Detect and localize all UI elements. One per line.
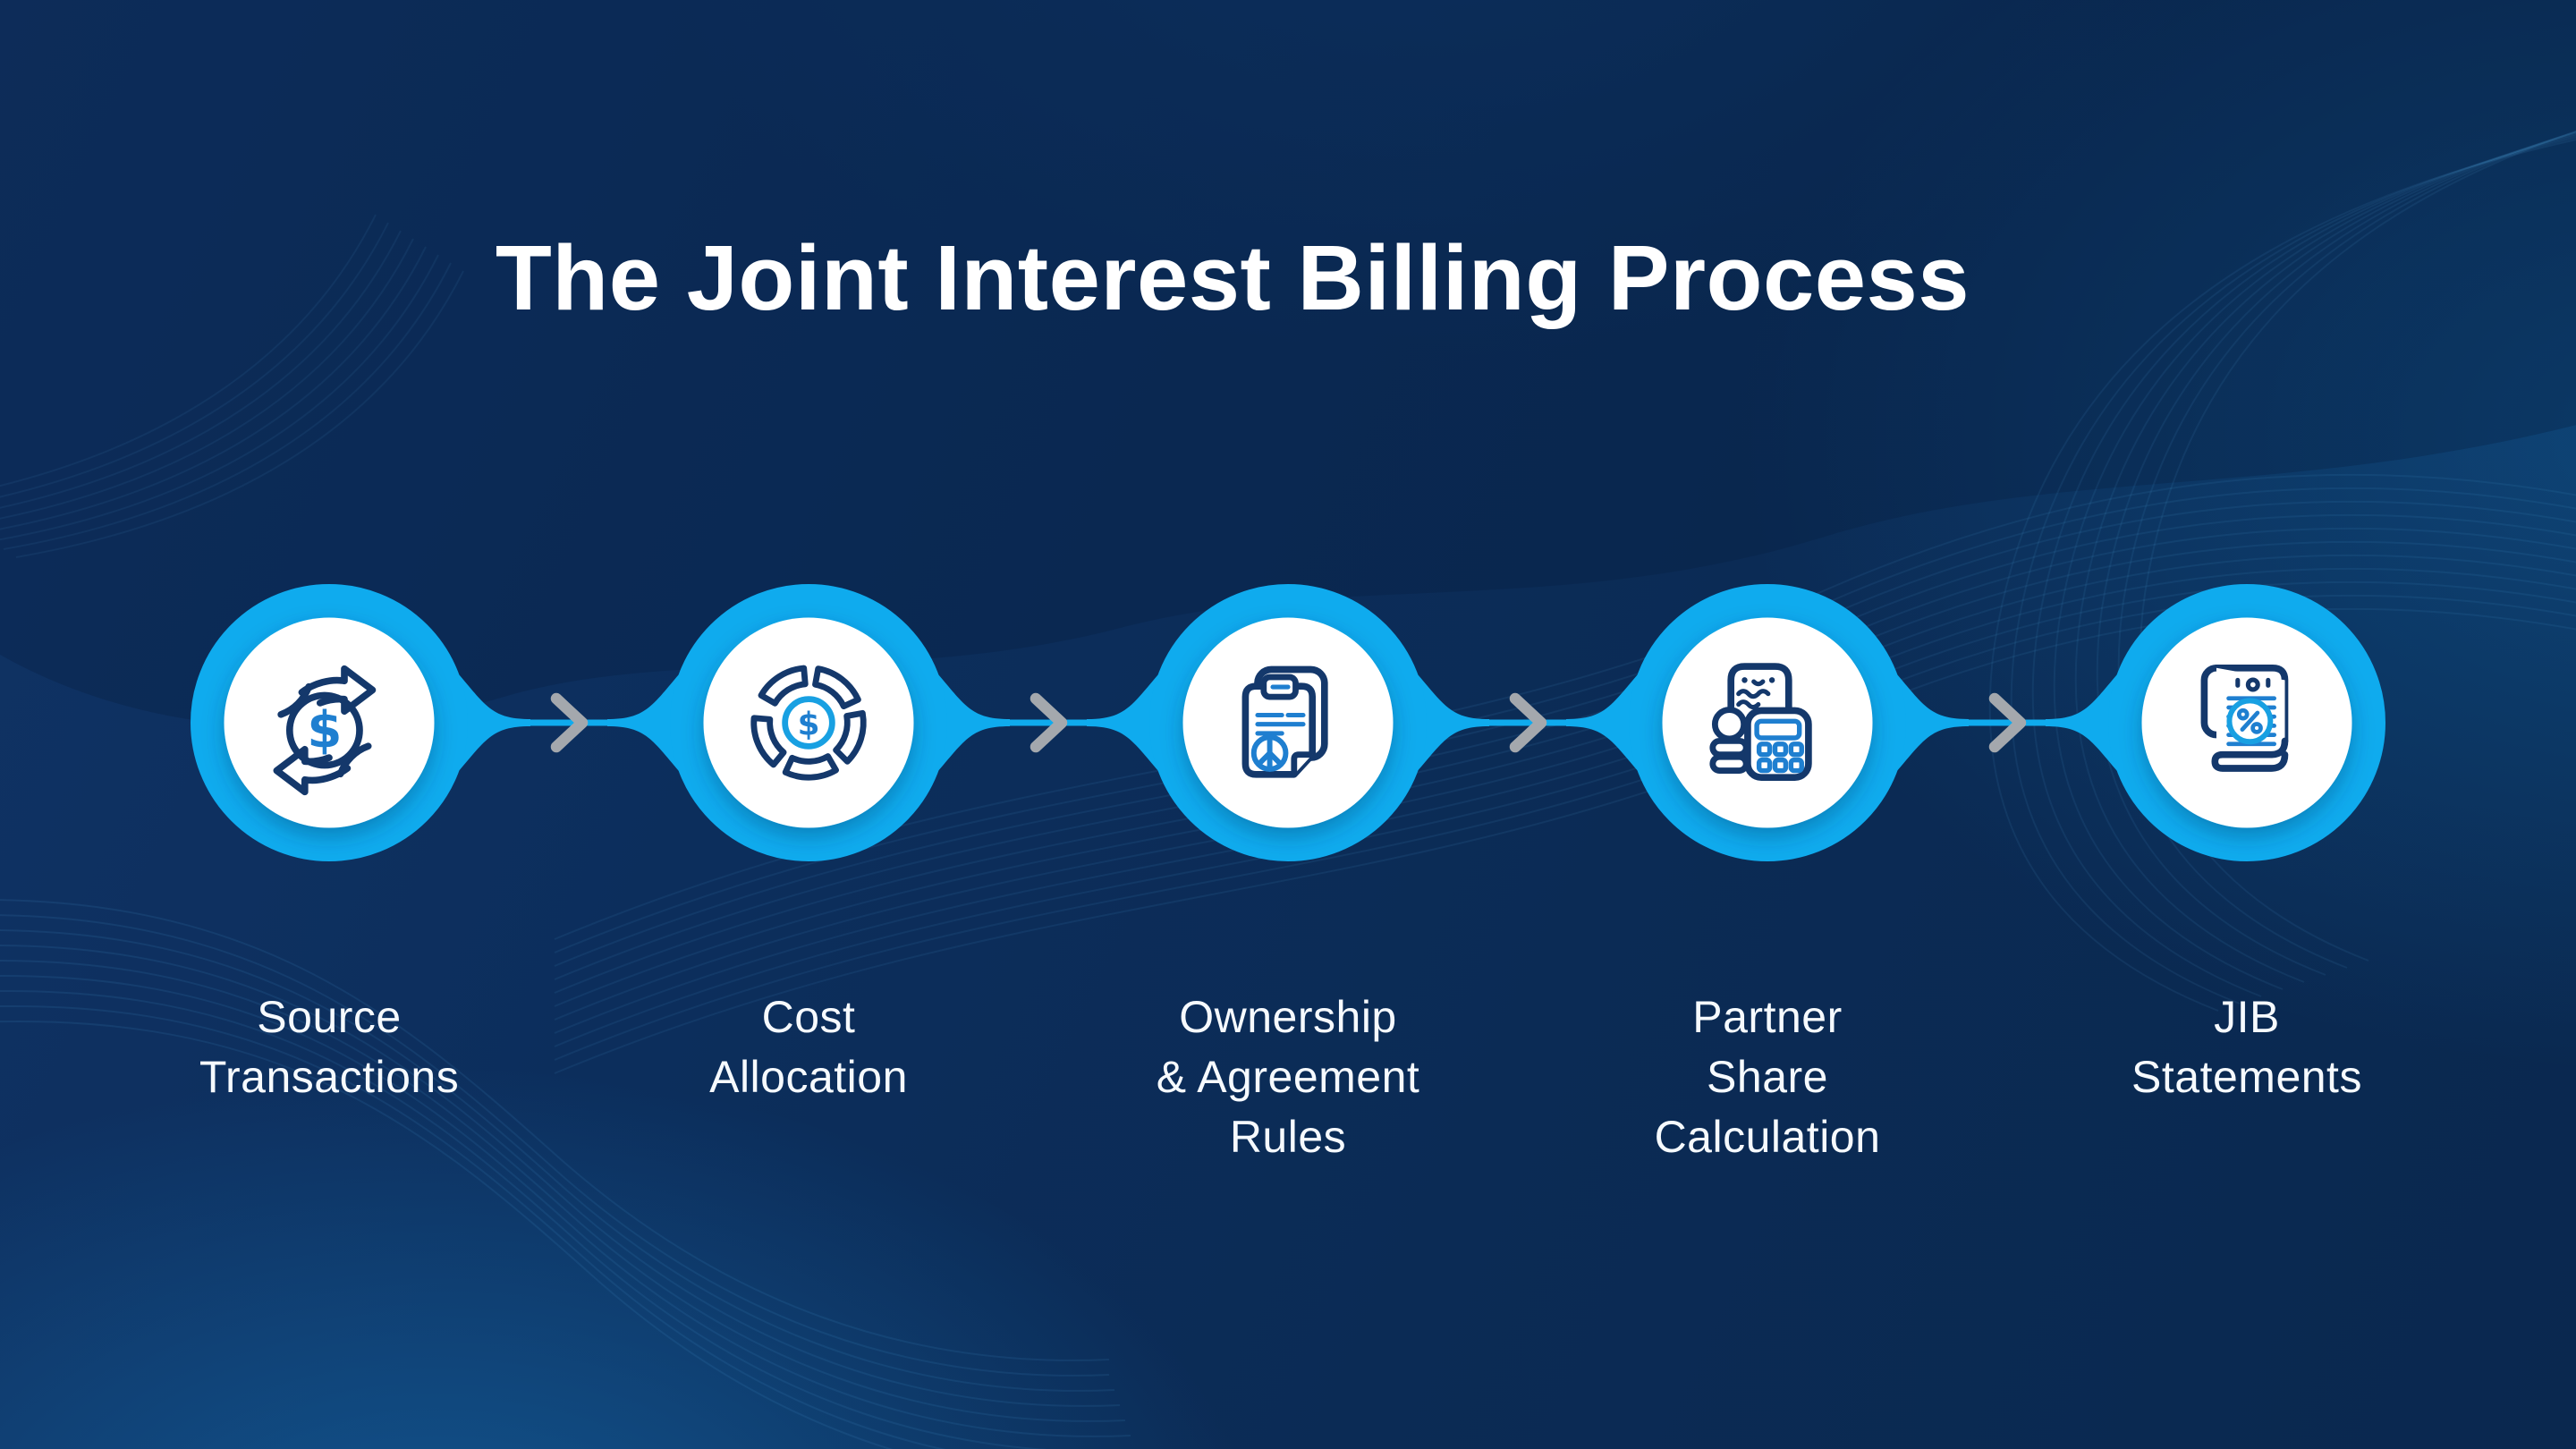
- money-cycle-icon: $: [273, 665, 377, 796]
- connector-lines: [524, 719, 2052, 726]
- background-swoosh: [0, 0, 2576, 728]
- page-title: The Joint Interest Billing Process: [495, 226, 1970, 329]
- svg-text:$: $: [307, 701, 342, 759]
- chevron-right-icon: [1509, 692, 1547, 753]
- step-circles: [224, 617, 2352, 828]
- connector-tapers: [453, 667, 2123, 778]
- step-label-jib-statements: JIB Statements: [2131, 992, 2362, 1102]
- percent-statement-icon: [2200, 664, 2289, 772]
- chevron-right-icon: [550, 692, 589, 753]
- svg-text:$: $: [798, 707, 820, 743]
- pie-dollar-icon: $: [750, 665, 867, 781]
- step-label-partner-share-calculation: Partner Share Calculation: [1654, 992, 1881, 1162]
- step-label-ownership-agreement-rules: Ownership & Agreement Rules: [1156, 992, 1420, 1162]
- receipt-calculator-icon: [1709, 663, 1812, 782]
- chevron-right-icon: [1030, 692, 1068, 753]
- step-label-cost-allocation: Cost Allocation: [709, 992, 908, 1102]
- agreement-document-icon: [1241, 665, 1328, 778]
- step-label-source-transactions: Source Transactions: [199, 992, 460, 1102]
- chevron-right-icon: [1988, 692, 2027, 753]
- step-rings: [191, 584, 2385, 861]
